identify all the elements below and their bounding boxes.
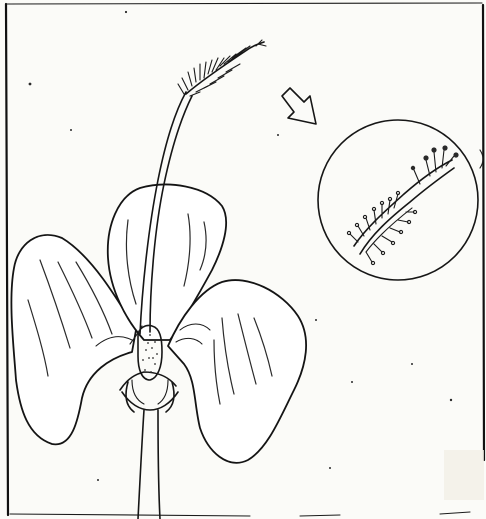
magnified-anthers	[347, 191, 416, 264]
scan-smudge	[300, 450, 484, 516]
calyx	[120, 372, 178, 412]
callout-arrow-icon	[282, 88, 316, 124]
magnified-view	[318, 120, 478, 280]
magnified-stigmas	[411, 145, 459, 184]
pedicel	[138, 410, 160, 519]
magnified-column	[354, 160, 454, 254]
anthers-and-stigmas	[178, 40, 266, 96]
